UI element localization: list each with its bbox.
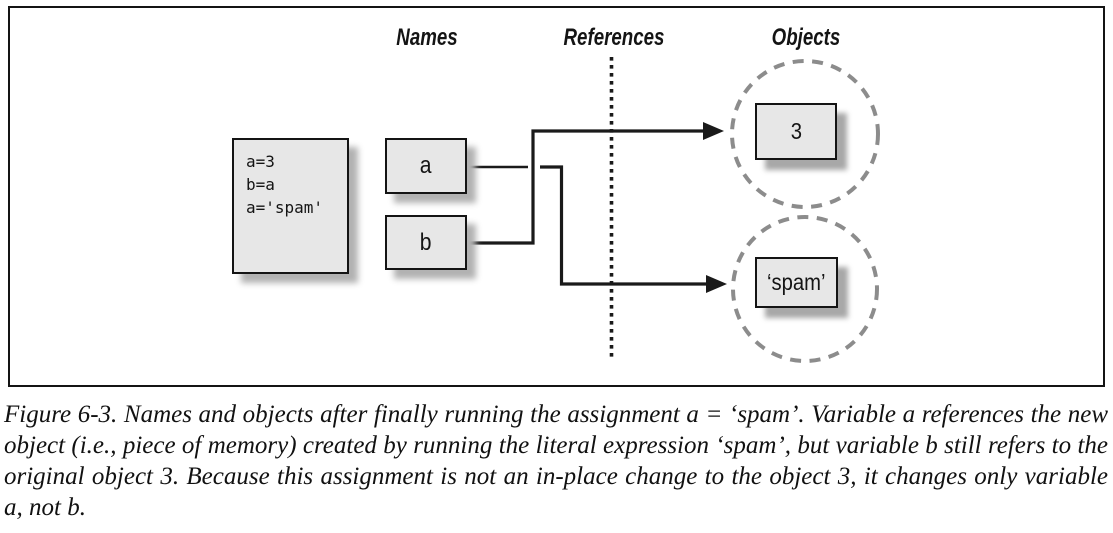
name-box-b-label: b [420,228,432,256]
code-box-text: a=3 b=a a='spam' [246,152,324,217]
column-header-names: Names [396,24,458,51]
object-3-dashed-circle [730,59,880,209]
object-box-spam-label: ‘spam’ [767,269,826,295]
connector-a-to-spam [540,165,707,286]
object-box-3-label: 3 [790,118,802,144]
arrowhead-b-to-3 [703,122,724,140]
code-box: a=3 b=a a='spam' [232,138,349,274]
name-box-b: b [385,215,467,270]
object-spam-dashed-circle [731,215,879,363]
figure-caption: Figure 6-3. Names and objects after fina… [4,401,1108,521]
column-header-objects: Objects [771,24,841,51]
arrowhead-a-to-spam [706,275,727,293]
connector-b-to-3 [467,129,704,245]
name-box-a-label: a [420,152,432,179]
name-box-a: a [385,138,467,194]
diagram-frame [8,6,1105,387]
object-box-3: 3 [755,103,837,160]
object-box-spam: ‘spam’ [755,257,838,308]
column-header-references: References [563,24,665,51]
